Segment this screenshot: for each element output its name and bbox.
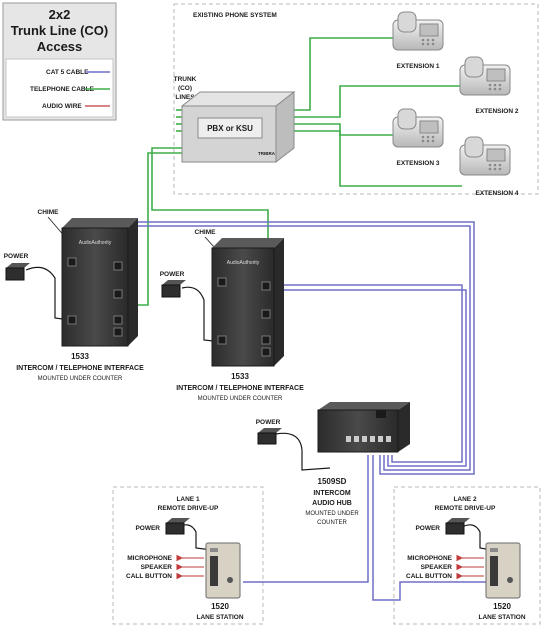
hub-name-2: AUDIO HUB — [312, 500, 352, 507]
lane2-speaker-label: SPEAKER — [421, 564, 453, 571]
lane1-power-label: POWER — [135, 525, 160, 532]
pbx-brand: TRIBRA — [258, 151, 276, 156]
lane1-model: 1520 — [211, 602, 229, 611]
interface-2-mount: MOUNTED UNDER COUNTER — [198, 396, 283, 402]
audio-hub-device — [317, 402, 410, 453]
interface-2-power-adapter — [161, 280, 186, 298]
telephone-extension-4 — [459, 136, 511, 176]
extension-4-label: EXTENSION 4 — [476, 190, 519, 197]
legend-label-telephone: TELEPHONE CABLE — [30, 86, 95, 93]
lane2-station-device — [485, 542, 521, 599]
hub-model: 1509SD — [318, 477, 347, 486]
telephone-extension-2 — [459, 56, 511, 96]
lane2-microphone-label: MICROPHONE — [407, 555, 452, 562]
lane1-call-button-label: CALL BUTTON — [126, 573, 172, 580]
lane1-microphone-label: MICROPHONE — [127, 555, 172, 562]
lane1-station-name: LANE STATION — [196, 614, 243, 621]
interface-2-model: 1533 — [231, 372, 249, 381]
hub-mount-2: COUNTER — [317, 520, 347, 526]
pbx-unit: PBX or KSU TRIBRA — [180, 90, 296, 164]
lane1-title-2: REMOTE DRIVE-UP — [158, 505, 219, 512]
hub-name-1: INTERCOM — [313, 490, 351, 497]
legend-title-2: Trunk Line (CO) — [11, 23, 109, 38]
interface-1-power-adapter — [5, 263, 30, 281]
hub-mount-1: MOUNTED UNDER — [305, 511, 359, 517]
hub-power-label: POWER — [256, 419, 281, 426]
extension-1-label: EXTENSION 1 — [397, 63, 440, 70]
interface-1-device: AudioAuthority — [61, 218, 138, 347]
legend: 2x2 Trunk Line (CO) Access CAT 5 CABLE T… — [2, 2, 117, 121]
lane2-model: 1520 — [493, 602, 511, 611]
lane1-speaker-label: SPEAKER — [141, 564, 173, 571]
lane1-power-adapter — [165, 518, 190, 535]
lane2-station-name: LANE STATION — [478, 614, 525, 621]
hub-power-adapter — [257, 428, 282, 445]
legend-label-cat5: CAT 5 CABLE — [46, 69, 89, 76]
interface-1-name: INTERCOM / TELEPHONE INTERFACE — [16, 365, 144, 372]
interface-1-power-label: POWER — [4, 253, 29, 260]
telephone-extension-1 — [392, 11, 444, 51]
lane2-power-adapter — [445, 518, 470, 535]
legend-title-1: 2x2 — [49, 7, 71, 22]
interface-2-chime-label: CHIME — [195, 229, 217, 236]
legend-label-audio: AUDIO WIRE — [42, 103, 82, 110]
trunk-label-2: (CO) — [178, 85, 192, 92]
telephone-extension-3 — [392, 108, 444, 148]
lane2-title-2: REMOTE DRIVE-UP — [435, 505, 496, 512]
phone-system-box — [173, 3, 539, 195]
lane2-box — [393, 486, 541, 625]
interface-2-name: INTERCOM / TELEPHONE INTERFACE — [176, 385, 304, 392]
audio-wires — [176, 554, 484, 580]
lane1-title-1: LANE 1 — [176, 496, 200, 503]
interface-1-brand: AudioAuthority — [79, 240, 112, 246]
trunk-label-1: TRUNK — [174, 76, 197, 83]
pbx-label: PBX or KSU — [207, 124, 253, 133]
interface-1-chime-label: CHIME — [38, 209, 60, 216]
interface-1-mount: MOUNTED UNDER COUNTER — [38, 376, 123, 382]
interface-2-brand: AudioAuthority — [227, 260, 260, 266]
lane2-title-1: LANE 2 — [453, 496, 477, 503]
phone-system-label: EXISTING PHONE SYSTEM — [193, 12, 277, 19]
legend-title-3: Access — [37, 39, 83, 54]
lane2-call-button-label: CALL BUTTON — [406, 573, 452, 580]
lane1-box — [112, 486, 264, 625]
cat5-cables — [121, 221, 488, 601]
lane1-station-device — [205, 542, 241, 599]
trunk-label-3: LINES — [175, 94, 195, 101]
extension-2-label: EXTENSION 2 — [476, 108, 519, 115]
lane2-power-label: POWER — [415, 525, 440, 532]
interface-1-model: 1533 — [71, 352, 89, 361]
interface-2-power-label: POWER — [160, 271, 185, 278]
extension-3-label: EXTENSION 3 — [397, 160, 440, 167]
interface-2-device: AudioAuthority — [211, 238, 284, 367]
